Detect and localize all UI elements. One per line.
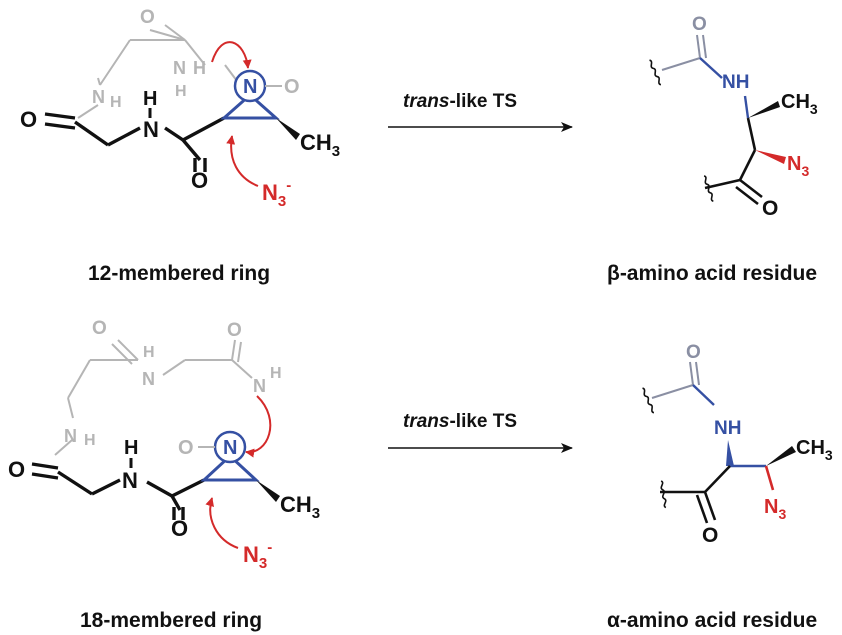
gray-amide-h-row1: H	[110, 94, 122, 111]
curved-arrow-n-row2	[245, 395, 272, 458]
azide-nucleophile-row1: N3-	[262, 177, 291, 210]
gray-carbonyl-row1-product	[661, 34, 707, 71]
co-bond-b-row1-product	[735, 185, 759, 206]
carbonyl-oxygen-bottom-row2: O	[171, 516, 188, 541]
aziridine-ring-row2	[200, 453, 260, 482]
product-azide-row2: N3	[764, 496, 786, 522]
product-oxygen-top-row2: O	[686, 342, 701, 363]
gray-h2-row1: H	[175, 83, 187, 100]
condition-row1: trans-like TS	[403, 91, 517, 112]
carbonyl-oxygen-bottom-row1: O	[191, 168, 208, 193]
reactant-caption-row2: 18-membered ring	[80, 609, 262, 632]
aziridine-oxygen-row2: O	[178, 437, 194, 459]
backbone-bond-row1-product	[746, 117, 757, 151]
methyl-wedge-row2	[256, 480, 280, 502]
gray-nh-h-row1: H	[193, 58, 206, 78]
carbonyl-oxygen-left-row2: O	[8, 457, 25, 482]
squiggle-top-row1	[649, 59, 662, 86]
gray-bond-to-carbonyl-row1	[77, 104, 99, 119]
product-oxygen-bottom-row2: O	[702, 524, 718, 547]
gray-h-right-row2: H	[270, 365, 282, 382]
n-c-bond-row1-product	[743, 95, 750, 119]
c-carbonyl-bond-row1-product	[738, 149, 757, 181]
squiggle-top-row2	[642, 387, 655, 414]
methyl-row1: CH3	[300, 130, 340, 160]
curved-arrow-azide-row2	[205, 497, 239, 549]
gray-nh-n-row1: N	[173, 58, 186, 78]
gray-oxygen-top-right-row2: O	[227, 320, 242, 341]
aziridine-ring-row1	[220, 92, 280, 120]
gray-oxygen-row1: O	[140, 7, 155, 28]
black-backbone-row2	[31, 462, 205, 520]
black-backbone-row1	[44, 112, 225, 172]
gray-backbone-row2	[54, 339, 253, 456]
squiggle-bottom-row2	[660, 480, 667, 509]
product-nh-row1: NH	[722, 72, 749, 93]
product-azide-row1: N3	[787, 153, 809, 179]
gray-nh-n-row2: N	[142, 369, 155, 389]
c-carbonyl-bond-row2-product	[704, 465, 731, 493]
gray-nh-h-row2: H	[143, 344, 155, 361]
product-beta: O NH CH3 N3 O	[649, 14, 818, 220]
product-alpha: O NH CH3 N3 O	[642, 342, 833, 547]
aziridine-n-row2: N	[223, 437, 237, 459]
amide-n-row2: N	[122, 468, 138, 493]
amide-n-row1: N	[143, 117, 159, 142]
product-oxygen-bottom-row1: O	[762, 197, 778, 220]
c-n-bond-row2-product	[692, 384, 715, 406]
n-wedge-row2-product	[726, 440, 734, 466]
azide-wedge-row1-product	[755, 150, 786, 164]
co-bond-a-row2-product	[703, 491, 717, 521]
c-squiggle-bond-row1-product	[704, 178, 741, 190]
amide-h-row2: H	[124, 437, 138, 459]
methyl-wedge-row1	[276, 118, 300, 140]
squiggle-bottom-row1	[703, 175, 714, 203]
aziridine-oxygen-row1: O	[284, 76, 300, 98]
product-caption-row2: α-amino acid residue	[607, 609, 817, 632]
gray-backbone-row1	[97, 24, 241, 86]
methyl-row2: CH3	[280, 492, 320, 522]
gray-amide-n-row1: N	[92, 87, 105, 107]
gray-carbonyl-row2-product	[651, 361, 700, 399]
carbonyl-oxygen-left-row1: O	[20, 107, 37, 132]
reactant-caption-row1: 12-membered ring	[88, 262, 270, 285]
c-n-bond-row1-product	[699, 57, 723, 79]
gray-n-left-row2: N	[64, 426, 77, 446]
gray-n-right-row2: N	[253, 376, 266, 396]
product-methyl-row1: CH3	[781, 91, 818, 117]
product-methyl-row2: CH3	[796, 437, 833, 463]
reactant-12-membered: O N H H N H O N H O N O CH3	[20, 7, 340, 210]
gray-oxygen-top-left-row2: O	[92, 318, 107, 339]
aziridine-n-row1: N	[243, 76, 257, 98]
product-nh-row2: NH	[714, 418, 741, 439]
condition-row2: trans-like TS	[403, 411, 517, 432]
product-caption-row1: β-amino acid residue	[607, 262, 817, 285]
product-oxygen-top-row1: O	[692, 14, 707, 35]
co-bond-a-row1-product	[739, 178, 763, 199]
curved-arrow-n-row1	[211, 41, 252, 69]
reactant-18-membered: O O N H N H N H O N H O N O CH3	[8, 318, 320, 572]
curved-arrow-azide-row1	[226, 135, 259, 187]
amide-h-row1: H	[143, 88, 157, 110]
co-bond-b-row2-product	[695, 494, 709, 524]
c-azide-bond-row2-product	[764, 465, 775, 491]
gray-h-left-row2: H	[84, 432, 96, 449]
azide-nucleophile-row2: N3-	[243, 539, 272, 572]
methyl-wedge-row1-product	[748, 101, 780, 118]
methyl-wedge-row2-product	[766, 446, 796, 466]
